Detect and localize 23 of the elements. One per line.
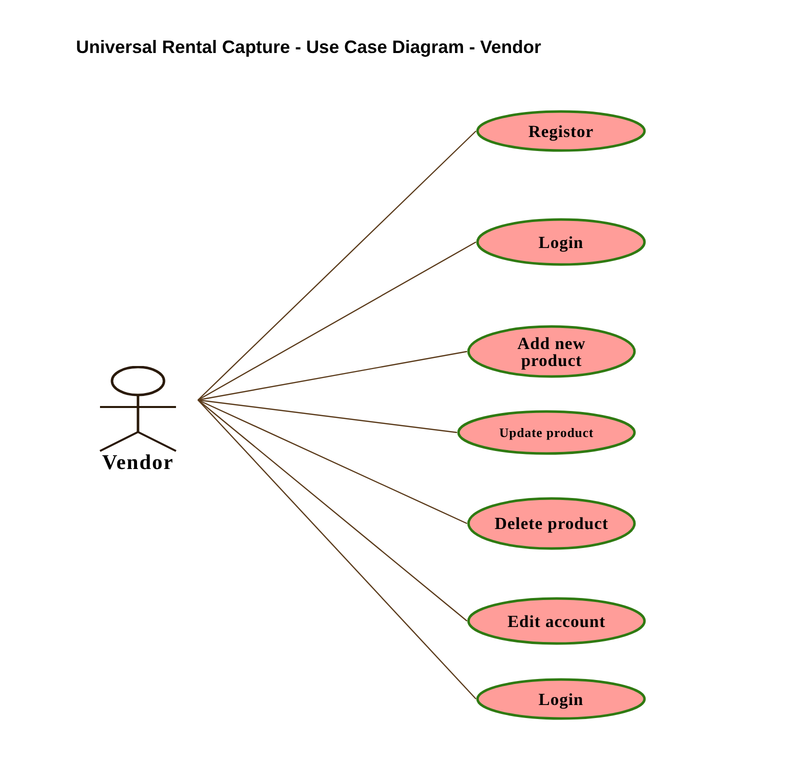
association-line: [198, 399, 468, 524]
use-case-ellipse: [476, 218, 646, 266]
use-case-label: Add new product: [516, 334, 587, 368]
use-case-label: Registor: [527, 122, 595, 140]
actor-label: Vendor: [102, 452, 174, 473]
use-case-ellipse: [467, 497, 636, 550]
association-line: [198, 241, 476, 401]
use-case-label: Login: [537, 690, 585, 708]
use-case-label: Login: [537, 234, 585, 250]
use-case-label: Update product: [498, 426, 595, 440]
use-case-label: Edit account: [506, 612, 607, 630]
use-case-ellipse: [476, 110, 646, 152]
use-case-label: Delete product: [494, 515, 610, 532]
association-line: [198, 130, 476, 400]
use-case-ellipse: [467, 597, 646, 645]
use-case-ellipse: [476, 678, 646, 720]
diagram-title: Universal Rental Capture - Use Case Diagram - Vendor: [76, 36, 542, 59]
association-line: [198, 400, 468, 622]
association-line: [198, 400, 476, 700]
association-line: [198, 350, 468, 401]
association-line: [198, 399, 458, 434]
use-case-ellipse: [467, 325, 636, 378]
use-case-ellipse: [457, 410, 636, 455]
